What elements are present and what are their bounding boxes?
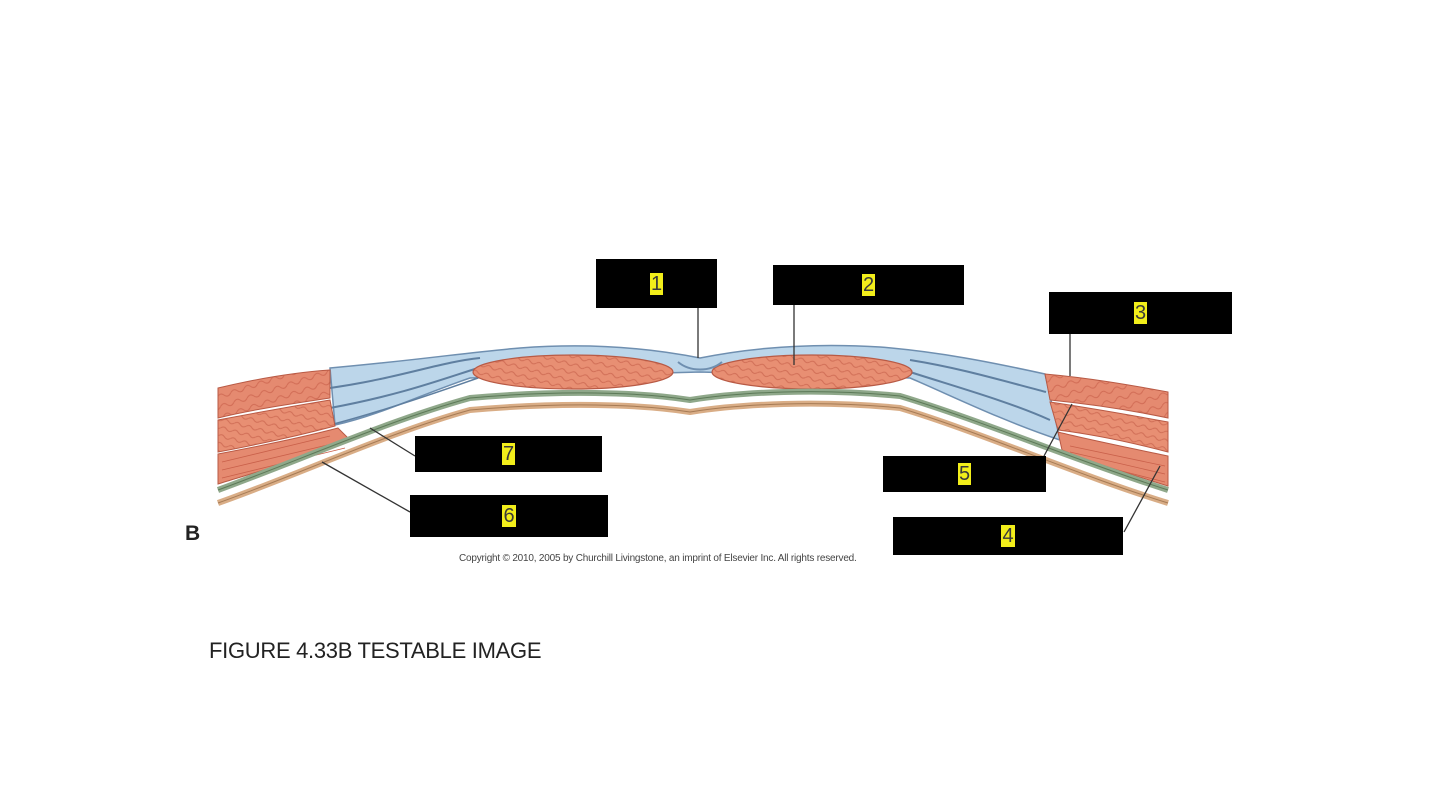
label-number: 1	[649, 272, 664, 295]
leader-line-7	[369, 427, 416, 457]
right-internal-oblique-muscle	[1049, 401, 1169, 453]
label-number: 2	[861, 274, 876, 296]
leader-line-4	[1123, 465, 1161, 533]
label-box-3: 3	[1049, 292, 1232, 334]
label-number: 3	[1133, 302, 1148, 324]
label-number: 4	[1001, 525, 1015, 547]
label-number: 6	[502, 505, 516, 527]
sheath-layer-line	[329, 367, 479, 409]
label-number: 7	[501, 443, 516, 465]
sheath-layer-line	[329, 377, 479, 426]
label-box-7: 7	[415, 436, 602, 472]
linea-alba	[677, 361, 723, 371]
sheath-layer-line	[329, 357, 481, 389]
left-external-oblique-muscle	[217, 369, 331, 419]
copyright-notice: Copyright © 2010, 2005 by Churchill Livi…	[459, 553, 857, 564]
left-internal-oblique-muscle	[217, 399, 336, 453]
label-box-4: 4	[893, 517, 1123, 555]
label-box-1: 1	[596, 259, 717, 308]
label-box-6: 6	[410, 495, 608, 537]
leader-line-5	[1043, 403, 1073, 457]
sheath-layer-line	[909, 371, 1051, 421]
right-rectus-muscle	[711, 354, 913, 390]
label-box-2: 2	[773, 265, 964, 305]
label-number: 5	[957, 463, 972, 485]
label-box-5: 5	[883, 456, 1046, 492]
leader-line-6	[321, 461, 411, 513]
left-rectus-muscle	[472, 354, 674, 390]
right-external-oblique-muscle	[1044, 373, 1169, 419]
panel-letter: B	[185, 522, 201, 545]
sheath-layer-line	[909, 359, 1047, 393]
figure-caption: FIGURE 4.33B TESTABLE IMAGE	[209, 638, 542, 663]
